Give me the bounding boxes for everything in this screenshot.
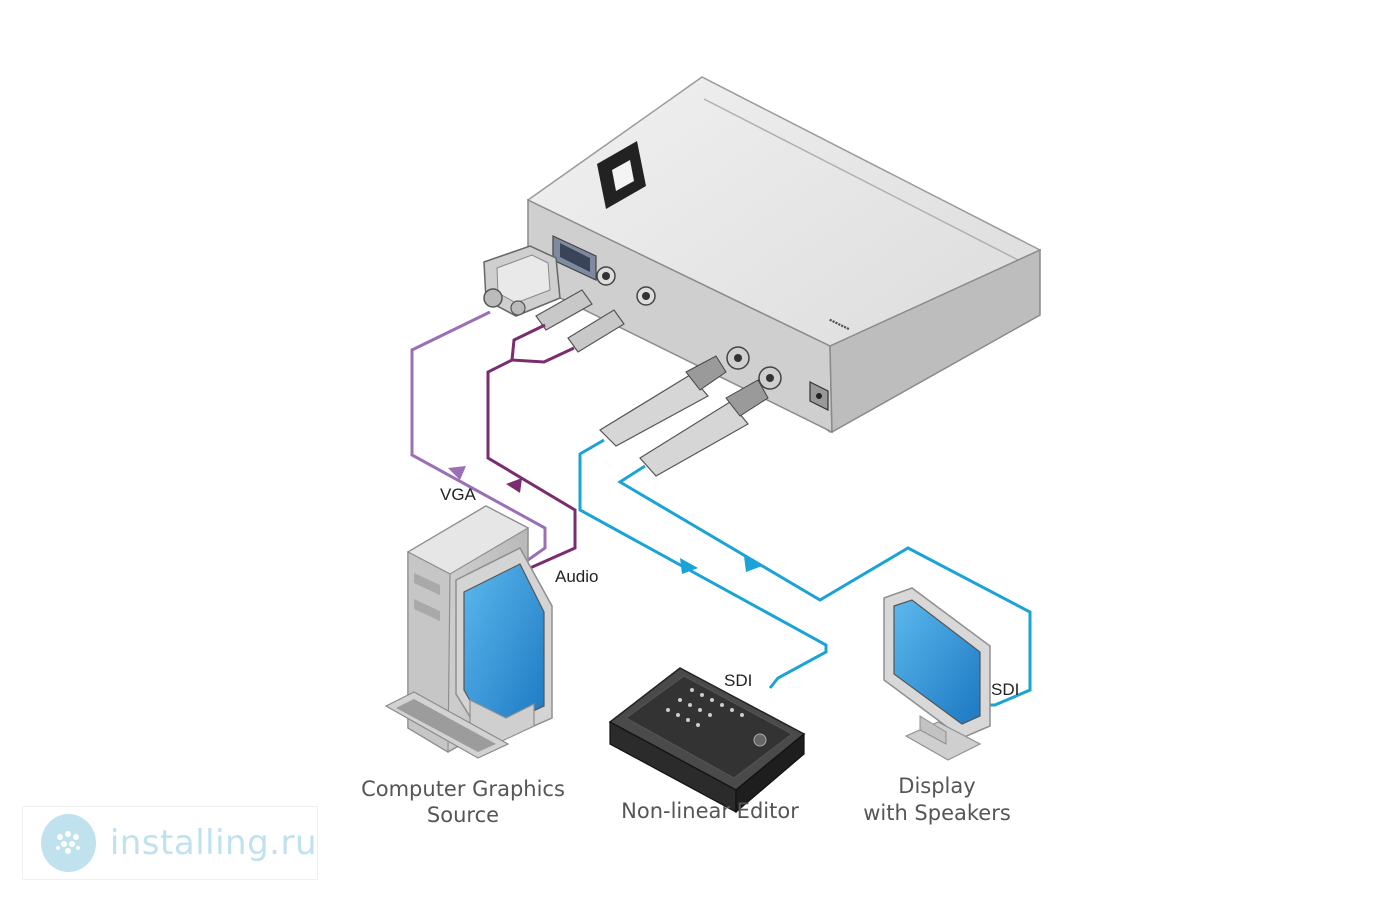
audio-label: Audio [555,567,598,586]
power-jack-icon [809,381,829,411]
sdi-cable-editor [578,438,828,689]
sdi-port-icon [726,346,782,390]
computer-icon [384,505,553,759]
watermark-logo-icon [41,814,96,872]
audio-plug-icon [535,289,625,353]
bnc-plug-icon [599,355,769,477]
editor-caption: Non-linear Editor [621,799,799,823]
display-caption-line1: Display [898,774,975,798]
vga-connector-icon [483,245,561,317]
display-caption-line2: with Speakers [863,801,1011,825]
sdi-cable-display [617,464,1032,707]
vga-port-icon [552,235,597,281]
vga-arrow-icon [448,466,466,480]
vga-label: VGA [440,485,477,504]
audio-arrow-icon [506,478,522,493]
computer-caption-line1: Computer Graphics [361,777,565,801]
brand-logo-icon [597,141,646,209]
audio-cable [486,323,577,570]
vga-cable [410,310,547,562]
scaler-device: ▪▪▪▪▪▪▪ [526,76,1042,434]
audio-port-icon [596,266,656,306]
computer-caption-line2: Source [427,803,499,827]
watermark-text: installing.ru [109,823,317,863]
watermark: installing.ru [22,806,318,880]
editor-console-icon [608,667,806,814]
display-icon [883,587,991,761]
sdi-display-label: SDI [991,680,1019,699]
sdi-arrow-icon [680,556,762,574]
sdi-editor-label: SDI [724,671,752,690]
